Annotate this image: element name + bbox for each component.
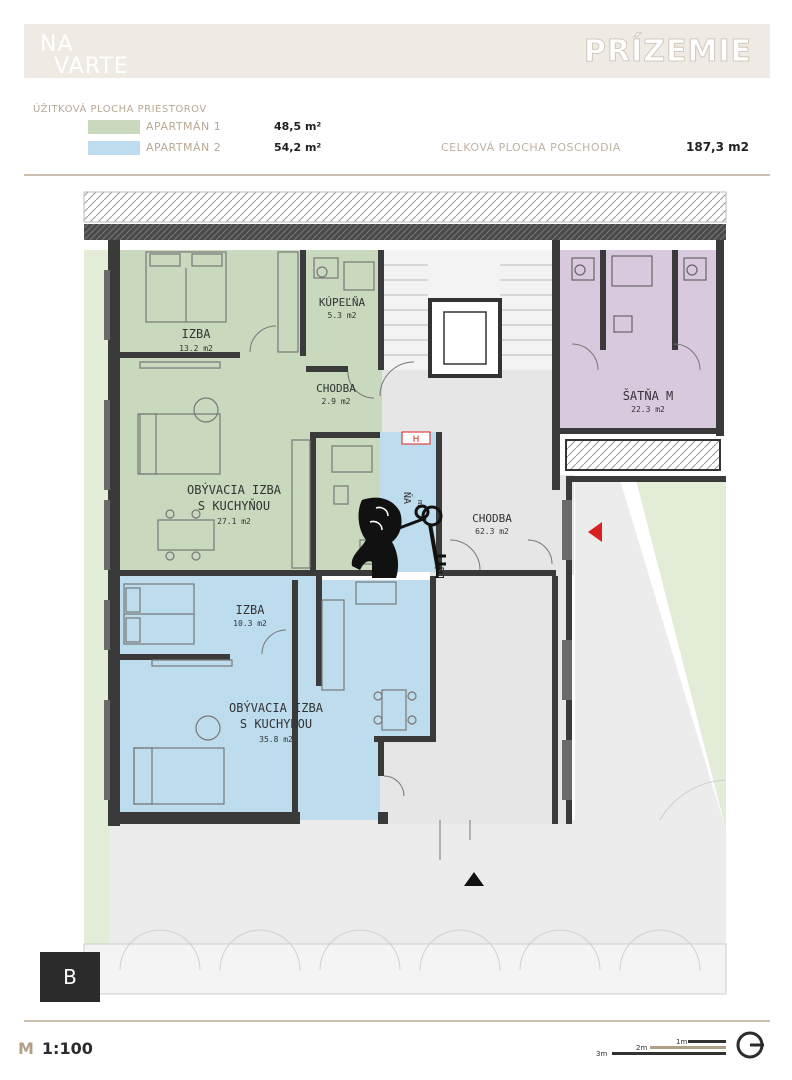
header-divider — [24, 174, 770, 176]
scale-ratio: 1:100 — [41, 1039, 93, 1058]
scale-mark-3m: 3m — [596, 1050, 607, 1058]
room-chodba1-name: CHODBA — [316, 382, 356, 395]
room-izba2-area: 10.3 m2 — [233, 619, 267, 628]
lion-key-watermark-icon — [351, 497, 446, 578]
scale-mark-1m: 1m — [676, 1038, 687, 1046]
legend-value: 48,5 m² — [274, 120, 322, 133]
legend-label: APARTMÁN 1 — [146, 120, 222, 133]
total-area-label: CELKOVÁ PLOCHA POSCHODIA — [441, 141, 621, 154]
hydrant-label: H — [413, 435, 420, 445]
logo: NA VARTE — [36, 28, 146, 78]
header-band — [24, 24, 770, 78]
room-izba2-name: IZBA — [236, 603, 266, 617]
room-chodba2-name: CHODBA — [472, 512, 512, 525]
north-wall — [84, 224, 726, 240]
room-kupelna-area: 5.3 m2 — [328, 311, 357, 320]
scale-bar: 3m 2m 1m — [596, 1038, 726, 1058]
legend-value: 54,2 m² — [274, 141, 322, 154]
legend-title: ÚŽITKOVÁ PLOCHA PRIESTOROV — [33, 104, 207, 115]
room-izba1-area: 13.2 m2 — [179, 344, 213, 353]
legend-item-apartment2: APARTMÁN 2 54,2 m² — [88, 141, 328, 155]
room-obyvacia1-line2: S KUCHYŇOU — [198, 498, 270, 513]
room-izba1-name: IZBA — [182, 327, 212, 341]
legend-label: APARTMÁN 2 — [146, 141, 222, 154]
stairwell — [384, 250, 554, 378]
footer-divider — [24, 1020, 770, 1022]
room-kupelna-name: KÚPEĽŇA — [319, 296, 366, 309]
entrance-arrow-icon — [588, 522, 602, 542]
hydrant-box — [401, 431, 431, 445]
changing-room-fixtures — [571, 255, 707, 333]
room-obyvacia1-area: 27.1 m2 — [217, 517, 251, 526]
room-chodba2-area: 62.3 m2 — [475, 527, 509, 536]
orientation-icon — [736, 1031, 764, 1059]
furniture-apartment1 — [137, 251, 381, 569]
north-arrow-icon — [464, 872, 484, 886]
doors — [249, 325, 701, 860]
room-obyvacia2-line2: S KUCHYŇOU — [240, 716, 312, 731]
furniture-apartment2 — [123, 581, 417, 805]
scale-mark-2m: 2m — [636, 1044, 647, 1052]
total-area-value: 187,3 m2 — [686, 140, 749, 154]
room-satna-area: 22.3 m2 — [631, 405, 665, 414]
scale-prefix: M — [18, 1039, 34, 1058]
legend-item-apartment1: APARTMÁN 1 48,5 m² — [88, 120, 328, 134]
watermark-letter: E — [434, 566, 445, 582]
logo-line2: VARTE — [54, 54, 129, 79]
legend-swatch — [88, 141, 140, 155]
room-bath-partial-area: m2 — [416, 500, 424, 508]
room-obyvacia1-line1: OBÝVACIA IZBA — [187, 482, 282, 497]
scale-text: M 1:100 — [18, 1039, 93, 1058]
terrace-hatch — [83, 191, 727, 223]
floor-title: PRÍZEMIE — [583, 34, 752, 70]
room-bath-partial-name: ŇA — [401, 492, 414, 504]
room-obyvacia2-line1: OBÝVACIA IZBA — [229, 700, 324, 715]
windows — [104, 270, 572, 800]
room-satna-name: ŠATŇA M — [623, 388, 674, 403]
legend-swatch — [88, 120, 140, 134]
room-labels: IZBA 13.2 m2 KÚPEĽŇA 5.3 m2 CHODBA 2.9 m… — [179, 296, 673, 744]
block-label: B — [40, 952, 100, 1002]
outdoor-area — [83, 250, 727, 995]
room-obyvacia2-area: 35.8 m2 — [259, 735, 293, 744]
railing — [565, 439, 721, 471]
room-chodba1-area: 2.9 m2 — [322, 397, 351, 406]
changing-room-area — [556, 250, 724, 434]
logo-line1: NA — [40, 32, 74, 57]
